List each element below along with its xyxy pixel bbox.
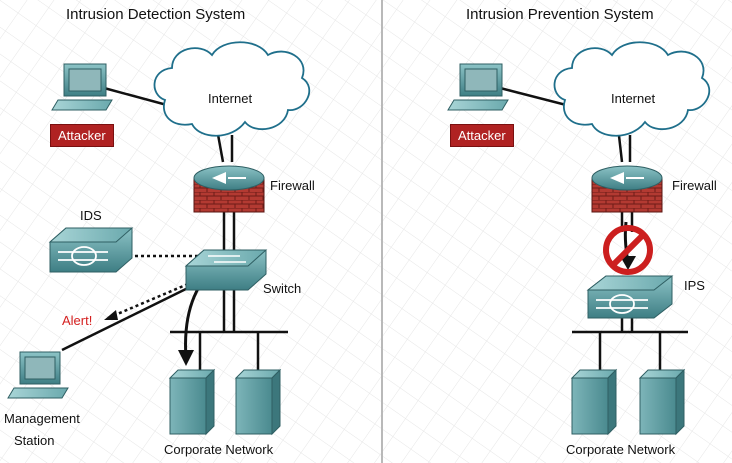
firewall-ips [591,165,663,213]
blocked-traffic-icon [603,221,653,275]
firewall-ids [193,165,265,213]
alert-label: Alert! [62,313,93,328]
ips-corporate-network-label: Corporate Network [566,442,676,457]
attacker-computer-ids [51,63,113,111]
ids-corporate-network-label: Corporate Network [164,442,274,457]
ids-attacker-badge: Attacker [50,124,114,147]
ips-panel-title: Intrusion Prevention System [466,6,654,23]
ips-device-label: IPS [684,278,705,293]
server-left-2 [234,368,282,436]
management-station-computer [7,351,69,399]
ips-attacker-badge: Attacker [450,124,514,147]
ids-device [48,227,134,273]
server-right-2 [638,368,686,436]
ips-device [586,275,674,319]
internet-cloud-ips [553,41,710,137]
switch-device [184,249,268,291]
management-station-label-line2: Station [14,433,55,448]
ips-firewall-label: Firewall [672,178,717,193]
switch-label: Switch [263,281,302,296]
ids-firewall-label: Firewall [270,178,315,193]
ids-device-label: IDS [80,208,102,223]
server-left-1 [168,368,216,436]
internet-cloud-ids [153,41,310,137]
ids-panel-title: Intrusion Detection System [66,6,246,23]
management-station-label-line1: Management [4,411,80,426]
ids-internet-label: Internet [208,91,253,106]
ips-internet-label: Internet [611,91,656,106]
server-right-1 [570,368,618,436]
attacker-computer-ips [447,63,509,111]
